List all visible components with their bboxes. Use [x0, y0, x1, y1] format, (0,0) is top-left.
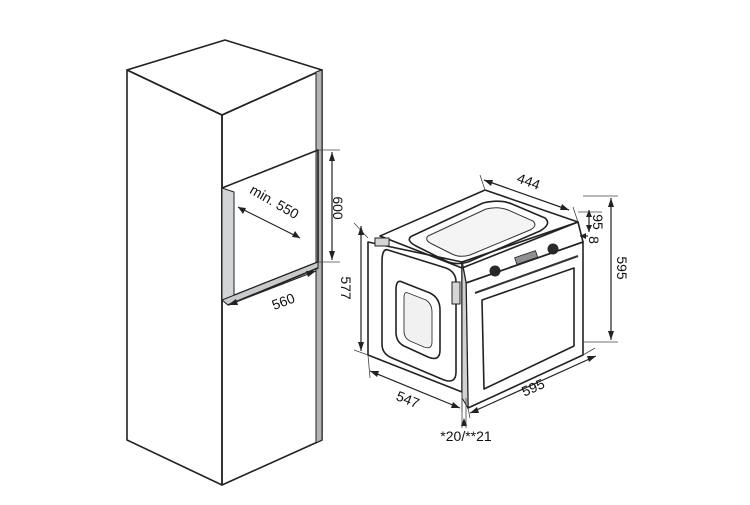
panel-offset-dimension: 8 — [580, 233, 602, 244]
panel-height-dimension: 95 — [578, 210, 606, 232]
door-gap-dimension: *20/**21 — [440, 398, 492, 444]
front-height-dimension: 595 — [583, 195, 630, 343]
niche-left-wall — [221, 187, 235, 301]
oven-side-window — [395, 280, 441, 360]
cabinet-niche — [221, 149, 319, 306]
niche-depth-dimension: min. 550 — [237, 181, 302, 239]
oven-door-glass — [481, 267, 575, 390]
side-depth-dimension: 547 — [367, 354, 463, 412]
side-height-label: 577 — [338, 276, 354, 300]
cabinet-front-edge — [315, 69, 323, 444]
oven-side-tab — [374, 237, 390, 247]
niche-width-dimension: 560 — [227, 270, 317, 313]
panel-height-label: 95 — [590, 214, 606, 230]
oven-side-window-inner — [403, 292, 433, 349]
niche-height-label: 600 — [330, 196, 346, 220]
niche-height-dimension: 600 — [318, 149, 346, 263]
cabinet-top-panel — [126, 39, 323, 116]
top-depth-dimension: 444 — [479, 170, 579, 223]
oven-side-bracket — [451, 281, 461, 305]
oven-top-recess — [408, 200, 549, 265]
niche-width-label: 560 — [269, 290, 297, 313]
oven-side-frame — [381, 248, 457, 382]
oven-unit — [367, 189, 584, 410]
side-height-dimension: 577 — [338, 222, 369, 356]
cabinet-front-panel — [221, 69, 323, 486]
built-in-cabinet: 600 min. 550 560 — [126, 39, 346, 486]
oven-door-left-edge — [461, 261, 469, 410]
oven-door-handle — [474, 255, 579, 294]
panel-offset-label: 8 — [586, 236, 602, 244]
front-width-label: 595 — [519, 375, 547, 399]
front-height-label: 595 — [614, 256, 630, 280]
door-gap-label: *20/**21 — [440, 428, 492, 444]
niche-back-wall — [221, 149, 319, 301]
top-depth-label: 444 — [515, 170, 543, 193]
oven-top-recess-inner — [426, 207, 536, 257]
cabinet-side-panel — [126, 69, 223, 486]
